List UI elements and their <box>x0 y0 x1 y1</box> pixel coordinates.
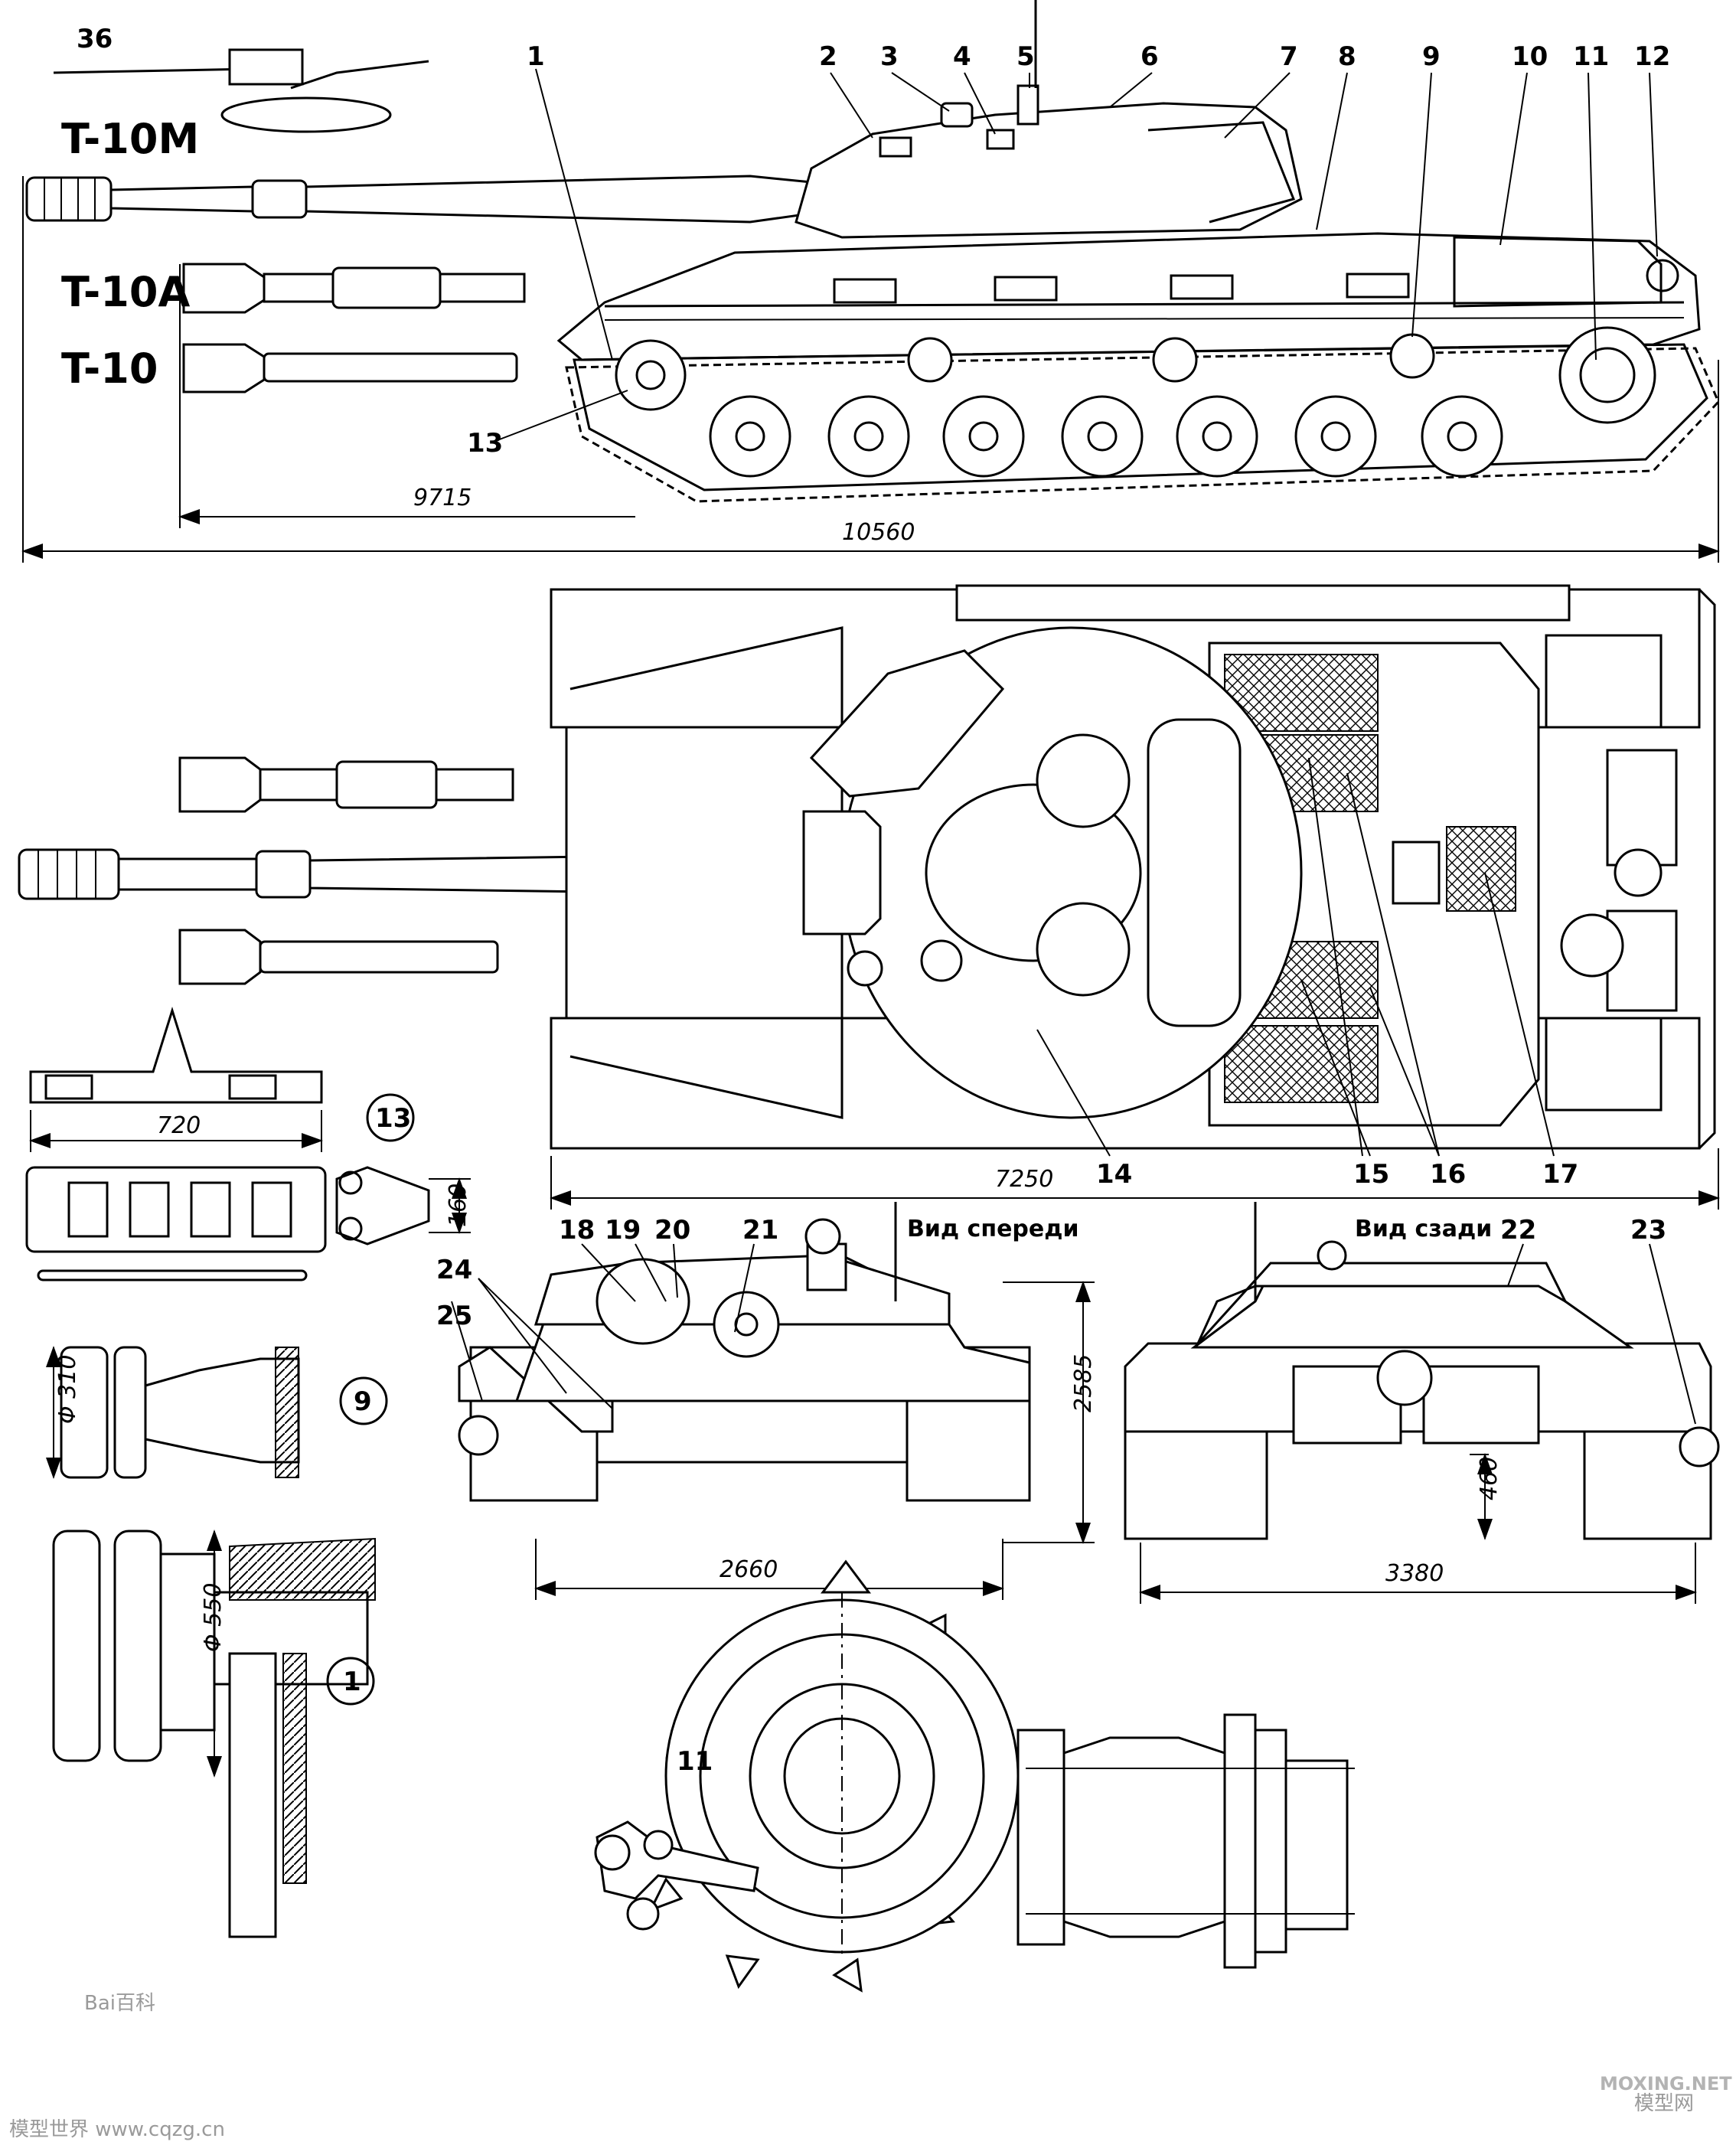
watermark-moxing: MOXING.NET <box>1600 2073 1732 2094</box>
callout-13: 13 <box>467 428 503 459</box>
dim-3380: 3380 <box>1385 1560 1444 1587</box>
top-view: 14 15 16 17 7250 <box>18 584 1720 1210</box>
detail-circle-1: 1 <box>343 1667 361 1697</box>
dim-2660: 2660 <box>720 1556 778 1583</box>
callout-19: 19 <box>605 1215 641 1246</box>
callout-16: 16 <box>1430 1159 1466 1190</box>
variant-label-t10m: T-10M <box>61 115 199 163</box>
detail-circle-11: 11 <box>677 1746 713 1777</box>
callout-6: 6 <box>1140 41 1159 72</box>
machine-gun-detail <box>53 48 429 133</box>
callout-22: 22 <box>1500 1215 1536 1246</box>
callout-14: 14 <box>1096 1159 1132 1190</box>
callout-25: 25 <box>436 1301 472 1331</box>
callout-36: 36 <box>77 24 113 54</box>
gun-t10a <box>182 263 526 314</box>
top-callout-leaders <box>1036 757 1555 1157</box>
dim-160: 160 <box>445 1184 472 1227</box>
front-view-label: Вид спереди <box>907 1216 1079 1242</box>
callout-20: 20 <box>654 1215 690 1246</box>
track-link-detail <box>25 1006 471 1281</box>
side-callout-leaders <box>497 68 1658 441</box>
dim-9715: 9715 <box>413 485 472 511</box>
detail-circle-9: 9 <box>354 1386 372 1417</box>
top-grille-1 <box>1224 654 1379 732</box>
callout-1: 1 <box>527 41 545 72</box>
callout-3: 3 <box>880 41 899 72</box>
rear-view-label: Вид сзади <box>1355 1216 1492 1242</box>
road-wheel-detail-1 <box>52 1530 376 1938</box>
variant-label-t10a: T-10A <box>61 268 190 316</box>
watermark-source: 模型世界 www.cqzg.cn <box>9 2118 225 2141</box>
rear-view <box>1124 1202 1720 1604</box>
gun-t10 <box>182 343 518 393</box>
roller-detail-9 <box>46 1346 388 1479</box>
dim-460: 460 <box>1476 1457 1503 1500</box>
watermark-baidu: Bai百科 <box>84 1992 155 2015</box>
side-wheels <box>615 326 1656 478</box>
callout-9: 9 <box>1422 41 1441 72</box>
top-dimension-line <box>550 1148 1720 1210</box>
dim-2585: 2585 <box>1070 1354 1097 1412</box>
callout-15: 15 <box>1353 1159 1389 1190</box>
detail-circle-13: 13 <box>375 1103 411 1134</box>
dim-310: Φ 310 <box>54 1355 81 1424</box>
callout-11: 11 <box>1573 41 1609 72</box>
dim-720: 720 <box>157 1112 201 1139</box>
callout-8: 8 <box>1338 41 1356 72</box>
side-turret <box>795 0 1303 239</box>
side-dimension-lines <box>21 176 1720 563</box>
watermark-moxing-cn: 模型网 <box>1634 2092 1694 2115</box>
callout-2: 2 <box>819 41 837 72</box>
callout-10: 10 <box>1512 41 1548 72</box>
top-grille-3 <box>1446 826 1516 912</box>
callout-4: 4 <box>953 41 971 72</box>
variant-label-t10: T-10 <box>61 344 158 393</box>
dim-550: Φ 550 <box>200 1583 227 1652</box>
callout-7: 7 <box>1280 41 1298 72</box>
side-view: T-10M T-10A T-10 36 1 2 3 4 5 6 7 8 9 10… <box>21 0 1720 563</box>
callout-5: 5 <box>1016 41 1035 72</box>
dim-10560: 10560 <box>842 519 915 546</box>
front-view <box>451 1202 1095 1600</box>
callout-18: 18 <box>559 1215 595 1246</box>
top-turret <box>802 626 1303 1119</box>
callout-24: 24 <box>436 1255 472 1285</box>
callout-17: 17 <box>1542 1159 1578 1190</box>
dim-7250: 7250 <box>995 1166 1053 1193</box>
side-track <box>565 343 1720 503</box>
callout-12: 12 <box>1634 41 1670 72</box>
callout-21: 21 <box>742 1215 778 1246</box>
callout-23: 23 <box>1630 1215 1666 1246</box>
top-grille-5 <box>1224 1025 1379 1103</box>
gun-t10m <box>25 175 828 224</box>
side-hull <box>556 232 1701 361</box>
sprocket-detail-11 <box>594 1559 1355 1993</box>
